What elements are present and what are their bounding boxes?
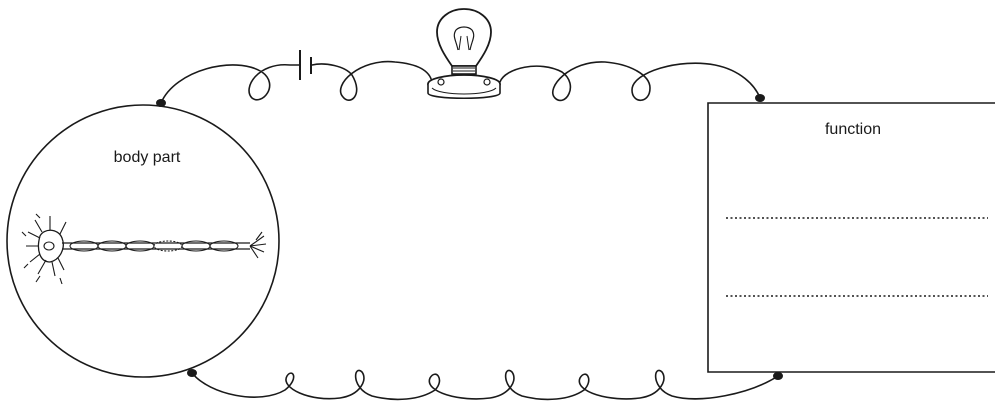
top-coiled-wire [160,60,761,104]
terminal-dots [156,94,783,380]
terminal-circle-top [156,99,166,107]
body-part-label: body part [114,149,181,166]
function-box [707,102,995,373]
bottom-coiled-wire [191,369,779,401]
function-label: function [825,121,881,138]
battery-cell-icon [299,50,312,80]
body-part-circle [6,104,280,378]
terminal-box-bottom [773,372,783,380]
terminal-circle-bottom [187,369,197,377]
light-bulb-icon [427,8,501,100]
neuron-icon [21,213,267,285]
terminal-box-top [755,94,765,102]
